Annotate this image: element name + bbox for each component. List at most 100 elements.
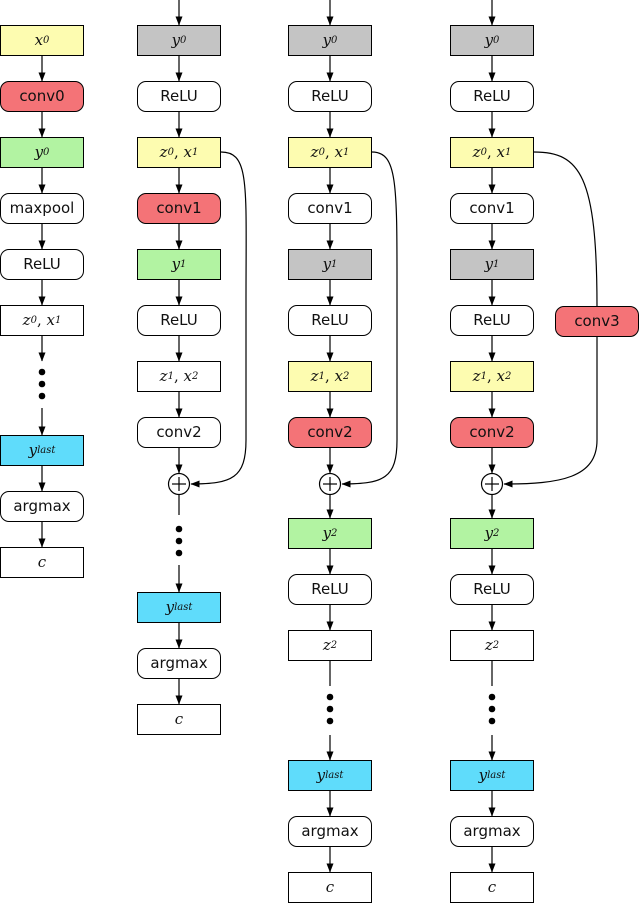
sub-0: 0 — [180, 34, 187, 46]
relu-label: ReLU — [23, 255, 61, 273]
var-c: c — [325, 878, 335, 896]
relu-label: ReLU — [160, 87, 198, 105]
col4-conv3-node: conv3 — [555, 306, 639, 337]
comma: , — [36, 311, 42, 329]
conv2-label: conv2 — [307, 423, 353, 441]
comma: , — [486, 143, 492, 161]
column-1-ellipsis-dots — [38, 368, 46, 400]
sub-1: 1 — [504, 146, 512, 158]
argmax-label: argmax — [463, 822, 521, 840]
argmax-label: argmax — [301, 822, 359, 840]
var-c: c — [487, 878, 497, 896]
argmax-label: argmax — [150, 654, 208, 672]
sub-0: 0 — [480, 146, 487, 158]
sub-1: 1 — [54, 314, 62, 326]
relu-label: ReLU — [311, 580, 349, 598]
sub-0: 0 — [318, 146, 325, 158]
var-y: y — [322, 31, 332, 49]
var-z: z — [159, 143, 168, 161]
var-y: y — [171, 31, 181, 49]
var-x: x — [183, 143, 192, 161]
conv1-label: conv1 — [469, 199, 515, 217]
sub-0: 0 — [167, 146, 174, 158]
col4-relu-2-node: ReLU — [450, 305, 534, 336]
column-2-ellipsis-dots — [175, 525, 183, 557]
col1-c-node: c — [0, 547, 84, 578]
col3-relu-2-node: ReLU — [288, 305, 372, 336]
var-x: x — [334, 143, 343, 161]
conv2-label: conv2 — [156, 423, 202, 441]
sub-1: 1 — [167, 370, 174, 382]
relu-label: ReLU — [473, 311, 511, 329]
comma: , — [324, 143, 330, 161]
conv0-label: conv0 — [19, 87, 65, 105]
var-y: y — [478, 766, 488, 784]
col4-argmax-node: argmax — [450, 816, 534, 847]
sub-last: last — [37, 444, 56, 456]
sub-2: 2 — [492, 639, 500, 651]
var-y: y — [28, 441, 38, 459]
conv1-label: conv1 — [307, 199, 353, 217]
var-y: y — [171, 255, 181, 273]
var-z: z — [472, 367, 481, 385]
conv3-label: conv3 — [574, 312, 620, 330]
var-y: y — [316, 766, 326, 784]
sub-1: 1 — [331, 258, 338, 270]
var-z: z — [159, 367, 168, 385]
comma: , — [324, 367, 330, 385]
comma: , — [173, 367, 179, 385]
col4-conv1-node: conv1 — [450, 193, 534, 224]
var-y: y — [165, 598, 175, 616]
sub-1: 1 — [480, 370, 487, 382]
col3-conv2-node: conv2 — [288, 417, 372, 448]
column-4-add-node — [480, 472, 504, 496]
sub-2: 2 — [191, 370, 199, 382]
col1-maxpool-node: maxpool — [0, 193, 84, 224]
conv1-label: conv1 — [156, 199, 202, 217]
sub-1: 1 — [191, 146, 199, 158]
col2-c-node: c — [137, 704, 221, 735]
var-y: y — [322, 524, 332, 542]
col4-c-node: c — [450, 872, 534, 903]
sub-0: 0 — [493, 34, 500, 46]
col1-relu-node: ReLU — [0, 249, 84, 280]
var-z: z — [310, 143, 319, 161]
sub-2: 2 — [330, 639, 338, 651]
var-x: x — [46, 311, 55, 329]
column-2-add-node — [167, 472, 191, 496]
col1-argmax-node: argmax — [0, 491, 84, 522]
col2-conv1-node: conv1 — [137, 193, 221, 224]
maxpool-label: maxpool — [9, 199, 75, 217]
sub-2: 2 — [493, 527, 500, 539]
var-c: c — [174, 710, 184, 728]
sub-0: 0 — [43, 146, 50, 158]
relu-label: ReLU — [311, 87, 349, 105]
col3-c-node: c — [288, 872, 372, 903]
comma: , — [173, 143, 179, 161]
col4-relu-node: ReLU — [450, 81, 534, 112]
var-y: y — [484, 31, 494, 49]
column-4-ellipsis-dots — [488, 693, 496, 725]
sub-last: last — [325, 769, 344, 781]
var-z: z — [472, 143, 481, 161]
column-3-ellipsis-dots — [326, 693, 334, 725]
sub-2: 2 — [504, 370, 512, 382]
sub-1: 1 — [318, 370, 325, 382]
